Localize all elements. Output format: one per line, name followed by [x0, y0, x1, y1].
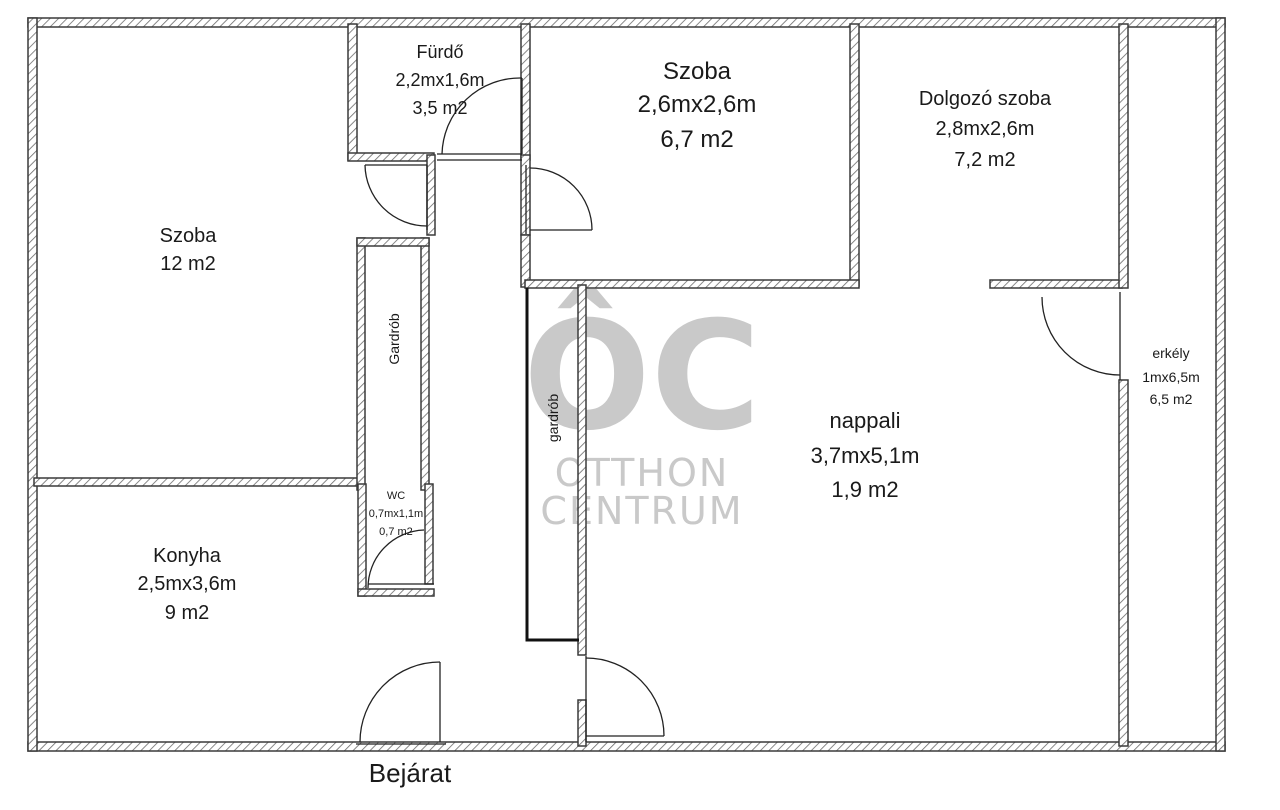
- doors: [356, 77, 1121, 745]
- watermark-line2: CENTRUM: [540, 489, 743, 533]
- nappali-name: nappali: [830, 408, 901, 433]
- wall-szoba-konyha: [33, 477, 361, 487]
- furdo-name: Fürdő: [416, 42, 463, 62]
- dolgozo-name: Dolgozó szoba: [919, 88, 1052, 110]
- wall-szoba-mid-bottom: [524, 279, 860, 289]
- nappali-area: 1,9 m2: [831, 477, 898, 502]
- door-szoba-mid: [529, 167, 593, 231]
- wall-szoba-mid-right: [849, 23, 860, 287]
- door-dolgozo: [1041, 296, 1121, 376]
- konyha-area: 9 m2: [165, 602, 209, 624]
- walls: [27, 17, 1226, 752]
- konyha-name: Konyha: [153, 545, 222, 567]
- wall-furdo-bottom-left: [347, 152, 435, 162]
- room-labels: Szoba 12 m2 Fürdő 2,2mx1,6m 3,5 m2 Szoba…: [138, 42, 1200, 788]
- wall-nappali-left-low: [577, 699, 587, 747]
- wall-gardrob1-left: [356, 237, 366, 491]
- szoba-mid-size: 2,6mx2,6m: [638, 91, 757, 118]
- erkely-size: 1mx6,5m: [1142, 369, 1200, 385]
- wall-dolgozo-bottom: [989, 279, 1123, 289]
- door-furdo: [441, 77, 523, 155]
- wall-erkely-bottom: [1118, 379, 1129, 747]
- wall-wc-left: [357, 483, 367, 597]
- furdo-area: 3,5 m2: [412, 98, 467, 118]
- entrance-label: Bejárat: [369, 758, 452, 788]
- door-entrance: [359, 661, 441, 743]
- wall-gardrob1-right: [420, 237, 430, 491]
- gardrob1-name: Gardrób: [386, 313, 402, 365]
- wall-erkely-top: [1118, 23, 1129, 289]
- szoba-mid-name: Szoba: [663, 58, 732, 85]
- wall-outer-top: [27, 17, 1226, 28]
- wc-name: WC: [387, 490, 405, 502]
- wall-corridor-short: [426, 154, 436, 236]
- dolgozo-area: 7,2 m2: [954, 149, 1015, 171]
- szoba-left-area: 12 m2: [160, 253, 216, 275]
- furdo-size: 2,2mx1,6m: [395, 70, 484, 90]
- wall-wc-bottom: [357, 588, 435, 597]
- door-nappali: [585, 657, 665, 737]
- wall-wc-right: [424, 483, 434, 585]
- szoba-mid-area: 6,7 m2: [660, 126, 733, 153]
- wall-gardrob2-right: [577, 284, 587, 656]
- szoba-left-name: Szoba: [160, 225, 218, 247]
- door-szoba-left: [364, 164, 428, 227]
- erkely-name: erkély: [1152, 345, 1189, 361]
- watermark-mark: ÔC: [523, 289, 761, 464]
- watermark-logo: ÔC OTTHON CENTRUM: [523, 289, 761, 533]
- wall-outer-left: [27, 17, 38, 752]
- konyha-size: 2,5mx3,6m: [138, 573, 237, 595]
- erkely-area: 6,5 m2: [1150, 391, 1193, 407]
- nappali-size: 3,7mx5,1m: [811, 443, 920, 468]
- wc-area: 0,7 m2: [379, 526, 413, 538]
- door-wc: [367, 529, 425, 589]
- gardrob2-outline: [525, 288, 579, 642]
- wall-outer-bottom: [27, 741, 1226, 752]
- wall-szoba-mid-left-low: [520, 234, 531, 288]
- dolgozo-size: 2,8mx2,6m: [936, 118, 1035, 140]
- wall-gardrob1-top: [356, 237, 430, 247]
- wall-furdo-left: [347, 23, 358, 161]
- wc-size: 0,7mx1,1m: [369, 508, 423, 520]
- wall-outer-right: [1215, 17, 1226, 752]
- gardrob2-name: gardrób: [545, 394, 561, 442]
